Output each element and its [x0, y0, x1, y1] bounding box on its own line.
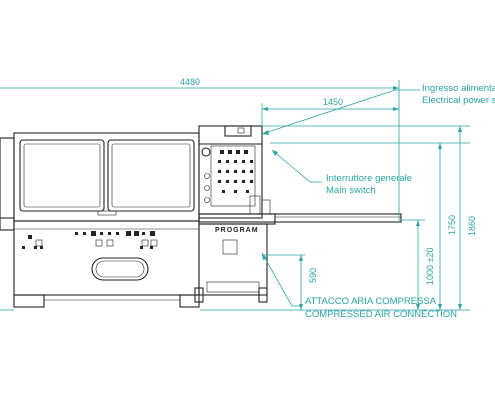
- outfeed-table: [198, 213, 402, 223]
- air-connection-leader: [261, 252, 300, 307]
- table-height-label: 1750: [447, 215, 457, 235]
- panel-offset-label: 1450: [323, 97, 343, 107]
- dimensions: 4480 1450 1860 1750 1000 ±20 590: [0, 77, 477, 311]
- callouts: Ingresso alimentazione Electrical power …: [261, 83, 495, 320]
- panel-face: [210, 145, 256, 207]
- right-body: [198, 223, 268, 296]
- base-left: [13, 294, 45, 308]
- air-connection-label-it: ATTACCO ARIA COMPRESSA: [305, 296, 437, 307]
- main-switch-label-en: Main switch: [326, 185, 376, 196]
- left-window: [19, 139, 105, 212]
- base-right: [179, 294, 200, 308]
- machine-left-frame: [0, 137, 15, 231]
- air-connection-label-en: COMPRESSED AIR CONNECTION: [305, 309, 457, 320]
- power-supply-label-en: Electrical power supply: [422, 95, 495, 106]
- right-body-hatch: [222, 239, 238, 255]
- control-buttons: [22, 231, 158, 249]
- upper-cabinet: [13, 132, 200, 222]
- brand-label: PROGRAM: [215, 227, 259, 234]
- overall-length-label: 4480: [180, 77, 200, 87]
- power-entry-box: [224, 125, 252, 137]
- main-switch-knob: [201, 147, 211, 157]
- power-supply-leader: [261, 89, 420, 135]
- work-height-label: 1000 ±20: [425, 248, 435, 285]
- air-height-label: 590: [308, 268, 318, 283]
- right-window: [107, 139, 195, 212]
- machine: PROGRAM: [0, 125, 402, 308]
- power-supply-label-it: Ingresso alimentazione: [422, 83, 495, 94]
- overall-height-label: 1860: [467, 216, 477, 236]
- main-switch-leader: [271, 149, 322, 183]
- main-switch-label-it: Interruttore generale: [326, 173, 412, 184]
- access-hatch: [91, 257, 149, 281]
